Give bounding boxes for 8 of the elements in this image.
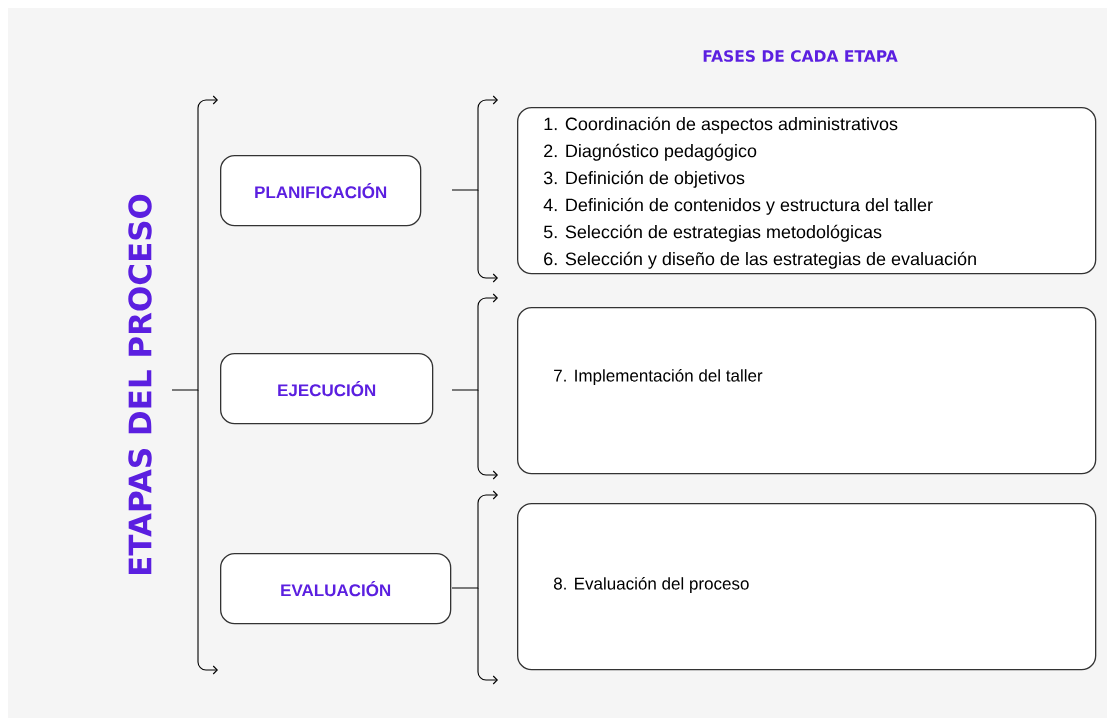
phase-box: 7. Implementación del taller: [517, 307, 1097, 475]
vertical-title: ETAPAS DEL PROCESO: [128, 194, 152, 575]
stage-box: EVALUACIÓN: [220, 553, 452, 625]
phase-box: 8. Evaluación del proceso: [517, 503, 1097, 671]
heading: FASES DE CADA ETAPA: [703, 50, 898, 62]
phase-box: 1. Coordinación de aspectos administrativos 2. Diagnóstico pedagógico 3. Definición de objetivos 4. Definición de contenidos y estructura del taller 5. Selección de estrategias metodológicas 6. Selección y diseño de las estrategias de evaluación: [517, 107, 1097, 275]
stage-box: EJECUCIÓN: [220, 353, 434, 425]
stage-box: PLANIFICACIÓN: [220, 155, 422, 227]
